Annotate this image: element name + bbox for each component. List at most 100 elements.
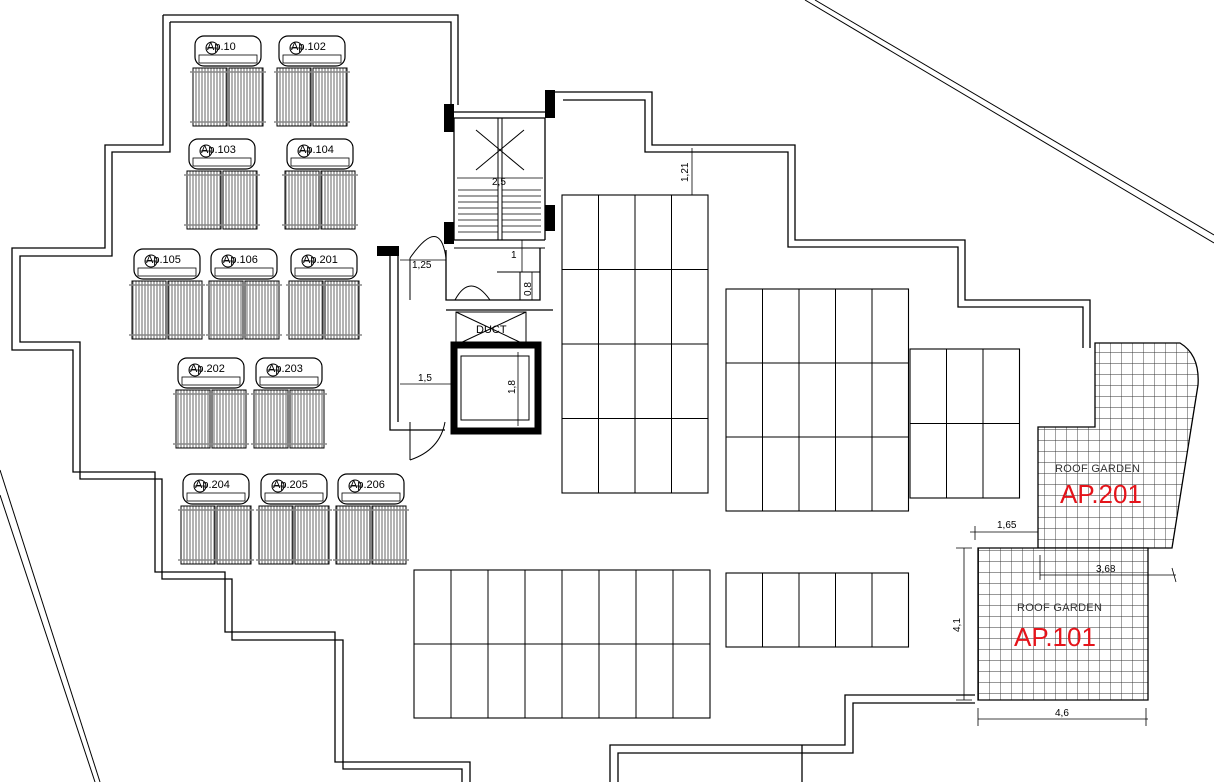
water-heater-collector [244,280,280,340]
water-heater-collector [294,505,330,565]
water-heater-collector [216,505,252,565]
roof-garden-ap101: ROOF GARDEN AP.101 [977,547,1149,701]
dim-garden-201-width: 3,68 [1096,564,1116,575]
water-heater-collector [222,170,258,230]
solar-panel-arrays [413,194,1021,719]
water-heater-tank [133,248,201,280]
water-heater-ap-203: Ap.203 [251,357,327,449]
water-heater-label: Ap.102 [291,41,326,53]
solar-panel-array-4 [413,569,711,719]
water-heater-tank [188,138,256,170]
water-heater-tank [260,473,328,505]
water-heater-ap-206: Ap.206 [333,473,409,565]
water-heater-ap-101: Ap.10 [190,35,266,127]
water-heater-tank [210,248,278,280]
water-heater-tank [177,357,245,389]
water-heater-tank [194,35,262,67]
water-heater-tank [337,473,405,505]
water-heater-label: Ap.204 [195,479,230,491]
water-heater-tank-band [341,492,401,502]
water-heater-tank-band [181,376,241,386]
water-heater-ap-104: Ap.104 [282,138,358,230]
water-heater-tank [278,35,346,67]
water-heater-ap-202: Ap.202 [173,357,249,449]
solar-panel-array-1 [561,194,709,494]
stair-core: DUCT [377,90,555,461]
dim-parapet-gap: 1,21 [680,162,691,182]
water-heater-collector [312,67,348,127]
water-heater-collector [175,389,211,449]
water-heater-tank-band [186,492,246,502]
water-heater-label: Ap.203 [268,363,303,375]
water-heater-collector [371,505,407,565]
water-heater-collector [186,170,222,230]
water-heater-ap-106: Ap.106 [206,248,282,340]
water-heater-ap-205: Ap.205 [256,473,332,565]
water-heater-tank-band [214,267,274,277]
water-heater-tank-band [198,54,258,64]
water-heater-tank-band [264,492,324,502]
roof-garden-ap201: ROOF GARDEN AP.201 [1037,342,1199,549]
roof-garden-ap101-caption: ROOF GARDEN [1017,602,1102,614]
roof-garden-ap101-name: AP.101 [1014,622,1096,652]
water-heater-label: Ap.206 [350,479,385,491]
dim-door-offset: 1,25 [412,260,432,271]
water-heater-collector [276,67,312,127]
water-heater-label: Ap.10 [207,41,236,53]
water-heater-ap-201: Ap.201 [286,248,362,340]
solar-panel-array-3 [909,348,1021,499]
water-heater-collector [335,505,371,565]
water-heater-collector [131,280,167,340]
water-heater-collector [288,280,324,340]
water-heater-tank-band [282,54,342,64]
water-heater-tank-band [137,267,197,277]
water-heater-collector [192,67,228,127]
water-heater-collector [324,280,360,340]
water-heater-tank [182,473,250,505]
dim-stair-width: 2,5 [492,177,506,188]
dim-lift-depth: 1,8 [507,380,518,394]
roof-garden-ap201-caption: ROOF GARDEN [1055,463,1140,475]
water-heater-collector [253,389,289,449]
water-heater-tank-band [259,376,319,386]
water-heater-tank-band [192,157,252,167]
duct-label: DUCT [476,324,507,336]
water-heater-collector [228,67,264,127]
water-heater-label: Ap.106 [223,254,258,266]
water-heater-tank [286,138,354,170]
solar-panel-array-5 [725,572,910,648]
water-heater-tank [290,248,358,280]
water-heater-collector [208,280,244,340]
water-heater-ap-204: Ap.204 [178,473,254,565]
water-heater-label: Ap.202 [190,363,225,375]
water-heater-collector [289,389,325,449]
dim-lift-width: 1,5 [418,373,432,384]
water-heater-collector [284,170,320,230]
dim-step-small: 0,8 [523,282,534,296]
water-heater-collector [258,505,294,565]
water-heater-ap-105: Ap.105 [129,248,205,340]
water-heater-tank [255,357,323,389]
dim-garden-101-width: 4,6 [1055,708,1069,719]
dim-garden-offset: 1,65 [997,520,1017,531]
water-heater-tank-band [294,267,354,277]
water-heater-ap-103: Ap.103 [184,138,260,230]
water-heater-collector [320,170,356,230]
water-heater-label: Ap.104 [299,144,334,156]
water-heater-label: Ap.201 [303,254,338,266]
solar-panel-array-frame [725,572,910,648]
water-heater-label: Ap.103 [201,144,236,156]
solar-panel-array-frame [725,288,910,512]
water-heater-ap-102: Ap.102 [274,35,350,127]
roof-outline [11,14,1091,782]
water-heater-label: Ap.205 [273,479,308,491]
dimension-lines: 2,5 1,25 1 0,8 1,5 1,8 1,21 1,65 3,68 4,… [400,148,1177,726]
water-heater-label: Ap.105 [146,254,181,266]
dim-landing-depth: 1 [511,250,517,261]
stair-treads [458,189,541,233]
water-heater-collector [167,280,203,340]
solar-panel-array-2 [725,288,910,512]
